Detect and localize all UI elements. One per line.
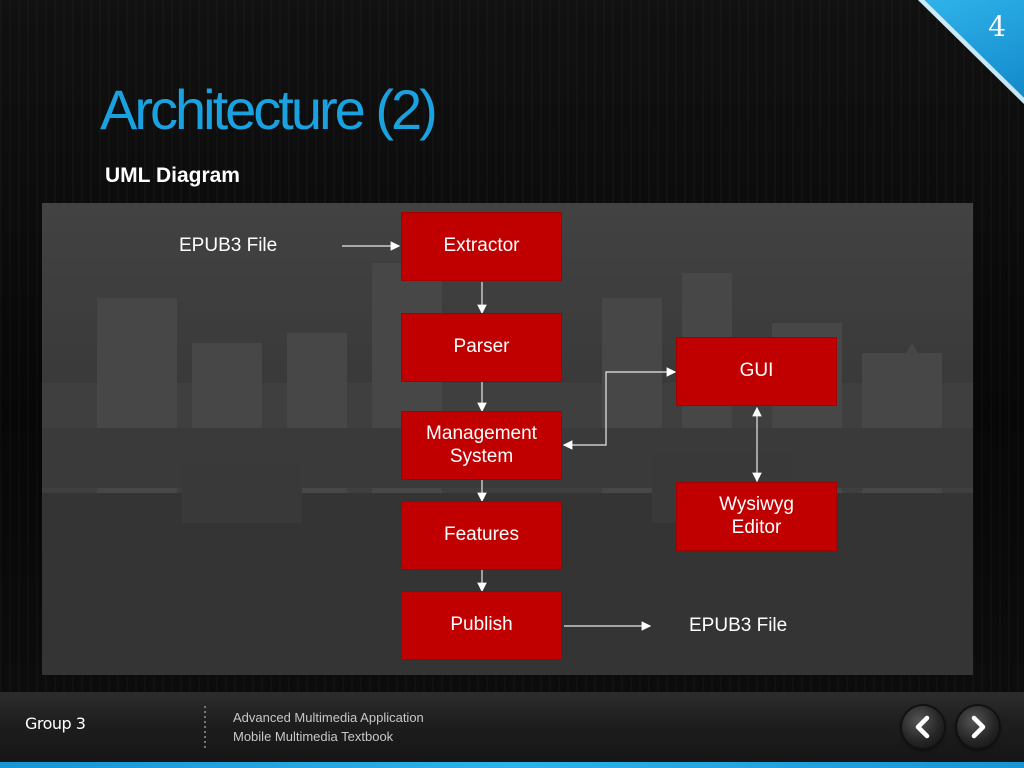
- course-info: Advanced Multimedia Application Mobile M…: [233, 708, 424, 746]
- parser-box: Parser: [401, 313, 562, 382]
- input-file-label: EPUB3 File: [179, 235, 278, 256]
- features-label: Features: [444, 524, 519, 546]
- gui-box: GUI: [676, 337, 837, 406]
- management-system-box: Management System: [401, 411, 562, 480]
- slide-title: Architecture (2): [100, 78, 438, 141]
- parser-label: Parser: [453, 336, 510, 358]
- page-number: 4: [988, 10, 1006, 43]
- previous-slide-button[interactable]: [902, 706, 944, 748]
- management-system-label: Management System: [426, 422, 537, 467]
- footer-accent-strip: [0, 762, 1024, 768]
- wysiwyg-editor-box: Wysiwyg Editor: [676, 482, 837, 551]
- next-slide-button[interactable]: [957, 706, 999, 748]
- wysiwyg-editor-label: Wysiwyg Editor: [719, 493, 794, 538]
- page-number-corner: 4: [918, 0, 1024, 104]
- gui-label: GUI: [739, 360, 774, 382]
- publish-label: Publish: [450, 614, 513, 636]
- chevron-right-icon: [971, 715, 986, 739]
- chevron-left-icon: [915, 715, 930, 739]
- course-line-1: Advanced Multimedia Application: [233, 710, 424, 725]
- uml-diagram: EPUB3 File EPUB3 File Extractor Parser M…: [42, 203, 973, 675]
- slide-footer: Group 3 Advanced Multimedia Application …: [0, 692, 1024, 768]
- output-file-label: EPUB3 File: [689, 615, 788, 636]
- slide-subtitle: UML Diagram: [105, 164, 240, 187]
- connector-arrows: [342, 241, 762, 631]
- footer-divider: [204, 706, 206, 748]
- publish-box: Publish: [401, 591, 562, 660]
- extractor-box: Extractor: [401, 212, 562, 281]
- course-line-2: Mobile Multimedia Textbook: [233, 729, 394, 744]
- extractor-label: Extractor: [443, 235, 520, 257]
- group-label: Group 3: [25, 714, 86, 733]
- features-box: Features: [401, 501, 562, 570]
